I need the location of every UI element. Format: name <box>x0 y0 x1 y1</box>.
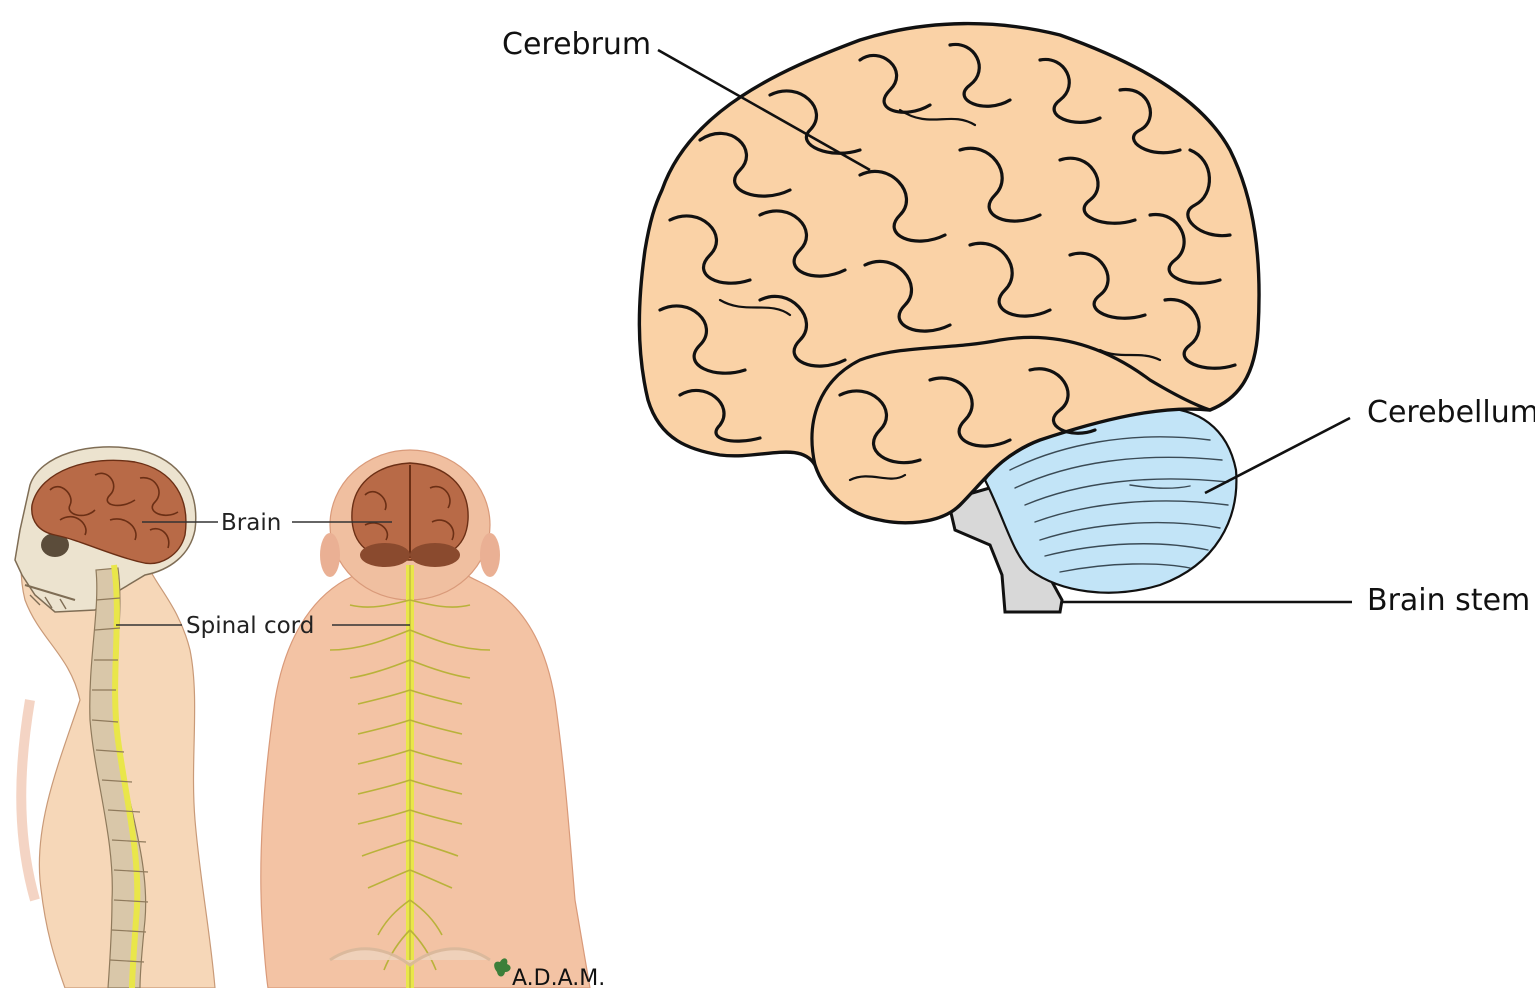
brain-diagram: Cerebrum Cerebellum Brain stem <box>502 24 1535 618</box>
cerebrum-label: Cerebrum <box>502 27 651 62</box>
brain-label: Brain <box>221 510 281 536</box>
back-view-figure <box>261 450 590 988</box>
brain-stem-label: Brain stem <box>1367 583 1530 618</box>
adam-logo-text: A.D.A.M. <box>512 966 605 988</box>
cerebellum-label: Cerebellum <box>1367 395 1535 430</box>
anatomy-illustration: Brain Spinal cord A.D.A.M. <box>15 447 605 988</box>
spinal-cord-label: Spinal cord <box>186 613 314 639</box>
side-view-figure <box>15 447 215 988</box>
